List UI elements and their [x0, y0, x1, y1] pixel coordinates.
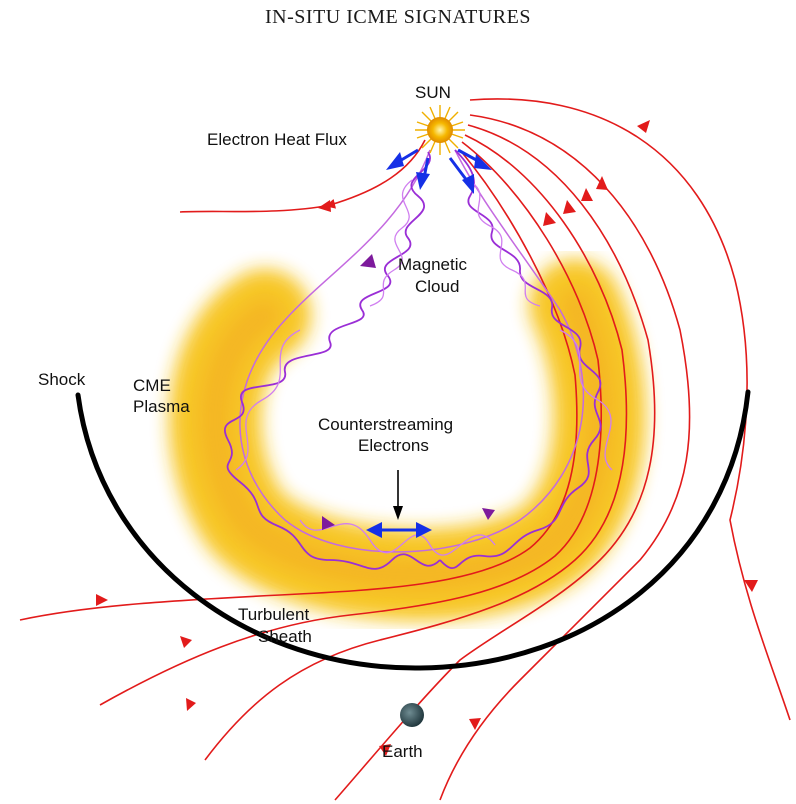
earth-label: Earth	[382, 742, 423, 761]
sun-label: SUN	[415, 83, 451, 102]
heat-flux-label: Electron Heat Flux	[207, 130, 347, 149]
shock-label: Shock	[38, 370, 86, 389]
field-line-4	[204, 134, 628, 761]
flux-rope-helix-right	[439, 149, 602, 569]
magnetic-cloud-label-1: Magnetic	[398, 255, 467, 274]
flux-rope-helix-left	[224, 151, 441, 570]
earth-icon	[400, 703, 424, 727]
field-line-3	[334, 124, 656, 801]
field-line-2	[439, 114, 691, 801]
field-line-left-sun	[179, 139, 426, 213]
counterstreaming-label-2: Electrons	[358, 436, 429, 455]
magnetic-cloud-label-2: Cloud	[415, 277, 459, 296]
flux-rope-core	[239, 149, 585, 553]
cme-plasma-label-1: CME	[133, 376, 171, 395]
electron-arrows	[366, 148, 492, 538]
field-line-outer	[469, 98, 791, 721]
shock-front	[75, 389, 751, 671]
sheath-label-2: Sheath	[258, 627, 312, 646]
sun-icon	[415, 105, 465, 155]
sheath-label-1: Turbulent	[238, 605, 309, 624]
flux-rope-arrows	[322, 254, 495, 530]
cme-plasma-label-2: Plasma	[133, 397, 190, 416]
magnetic-cloud-flux-rope	[224, 149, 613, 570]
diagram-title: IN-SITU ICME SIGNATURES	[265, 6, 531, 28]
counterstreaming-label-1: Counterstreaming	[318, 415, 453, 434]
counterstreaming-pointer	[393, 470, 403, 520]
field-line-arrows	[96, 120, 758, 756]
